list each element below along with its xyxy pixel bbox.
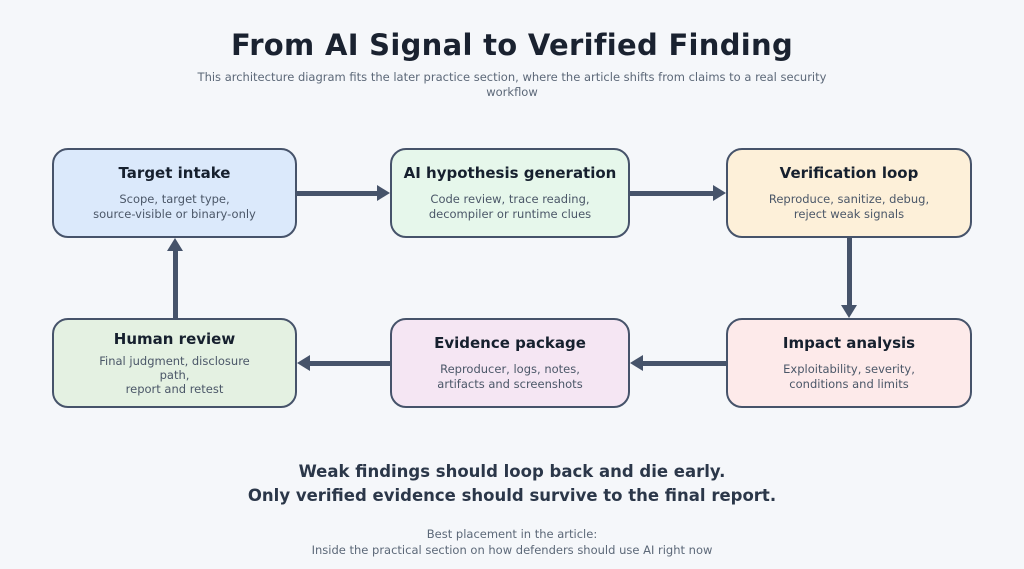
arrow-evidence-package-to-human-review [297, 355, 390, 371]
arrowhead-right-icon [377, 185, 390, 201]
node-ai-hypothesis-generation: AI hypothesis generation Code review, tr… [390, 148, 630, 238]
arrowhead-down-icon [841, 305, 857, 318]
arrow-ai-hypothesis-to-verification-loop [630, 185, 726, 201]
node-subtitle-human-review: Final judgment, disclosure path, report … [99, 354, 250, 396]
header: From AI Signal to Verified Finding This … [0, 0, 1024, 100]
footer: Weak findings should loop back and die e… [0, 460, 1024, 558]
arrow-shaft [310, 360, 390, 366]
node-subtitle-ai-hypothesis-generation: Code review, trace reading, decompiler o… [428, 192, 592, 221]
arrowhead-left-icon [630, 355, 643, 371]
node-subtitle-target-intake: Scope, target type, source-visible or bi… [93, 192, 256, 221]
page-title: From AI Signal to Verified Finding [230, 28, 794, 62]
arrow-impact-analysis-to-evidence-package [630, 355, 726, 371]
arrow-shaft [846, 238, 852, 305]
node-title-target-intake: Target intake [118, 164, 231, 182]
arrow-target-intake-to-ai-hypothesis [297, 185, 390, 201]
arrowhead-left-icon [297, 355, 310, 371]
node-title-evidence-package: Evidence package [434, 334, 586, 352]
arrow-shaft [630, 190, 713, 196]
footer-emphasis-text: Weak findings should loop back and die e… [247, 462, 777, 505]
node-subtitle-impact-analysis: Exploitability, severity, conditions and… [783, 362, 915, 391]
arrow-shaft [297, 190, 377, 196]
node-subtitle-evidence-package: Reproducer, logs, notes, artifacts and s… [437, 362, 583, 391]
node-verification-loop: Verification loop Reproduce, sanitize, d… [726, 148, 972, 238]
arrow-shaft [643, 360, 726, 366]
node-target-intake: Target intake Scope, target type, source… [52, 148, 297, 238]
footer-note-text: Best placement in the article: Inside th… [311, 527, 713, 557]
arrowhead-up-icon [167, 238, 183, 251]
arrowhead-right-icon [713, 185, 726, 201]
node-title-impact-analysis: Impact analysis [782, 334, 916, 352]
arrow-shaft [172, 251, 178, 318]
page-subtitle: This architecture diagram fits the later… [197, 70, 827, 99]
arrow-verification-loop-to-impact-analysis [841, 238, 857, 318]
arrow-human-review-to-target-intake [167, 238, 183, 318]
node-subtitle-verification-loop: Reproduce, sanitize, debug, reject weak … [768, 192, 930, 221]
node-evidence-package: Evidence package Reproducer, logs, notes… [390, 318, 630, 408]
node-impact-analysis: Impact analysis Exploitability, severity… [726, 318, 972, 408]
node-title-ai-hypothesis-generation: AI hypothesis generation [403, 164, 617, 182]
node-title-human-review: Human review [113, 330, 236, 348]
node-human-review: Human review Final judgment, disclosure … [52, 318, 297, 408]
node-title-verification-loop: Verification loop [779, 164, 919, 182]
